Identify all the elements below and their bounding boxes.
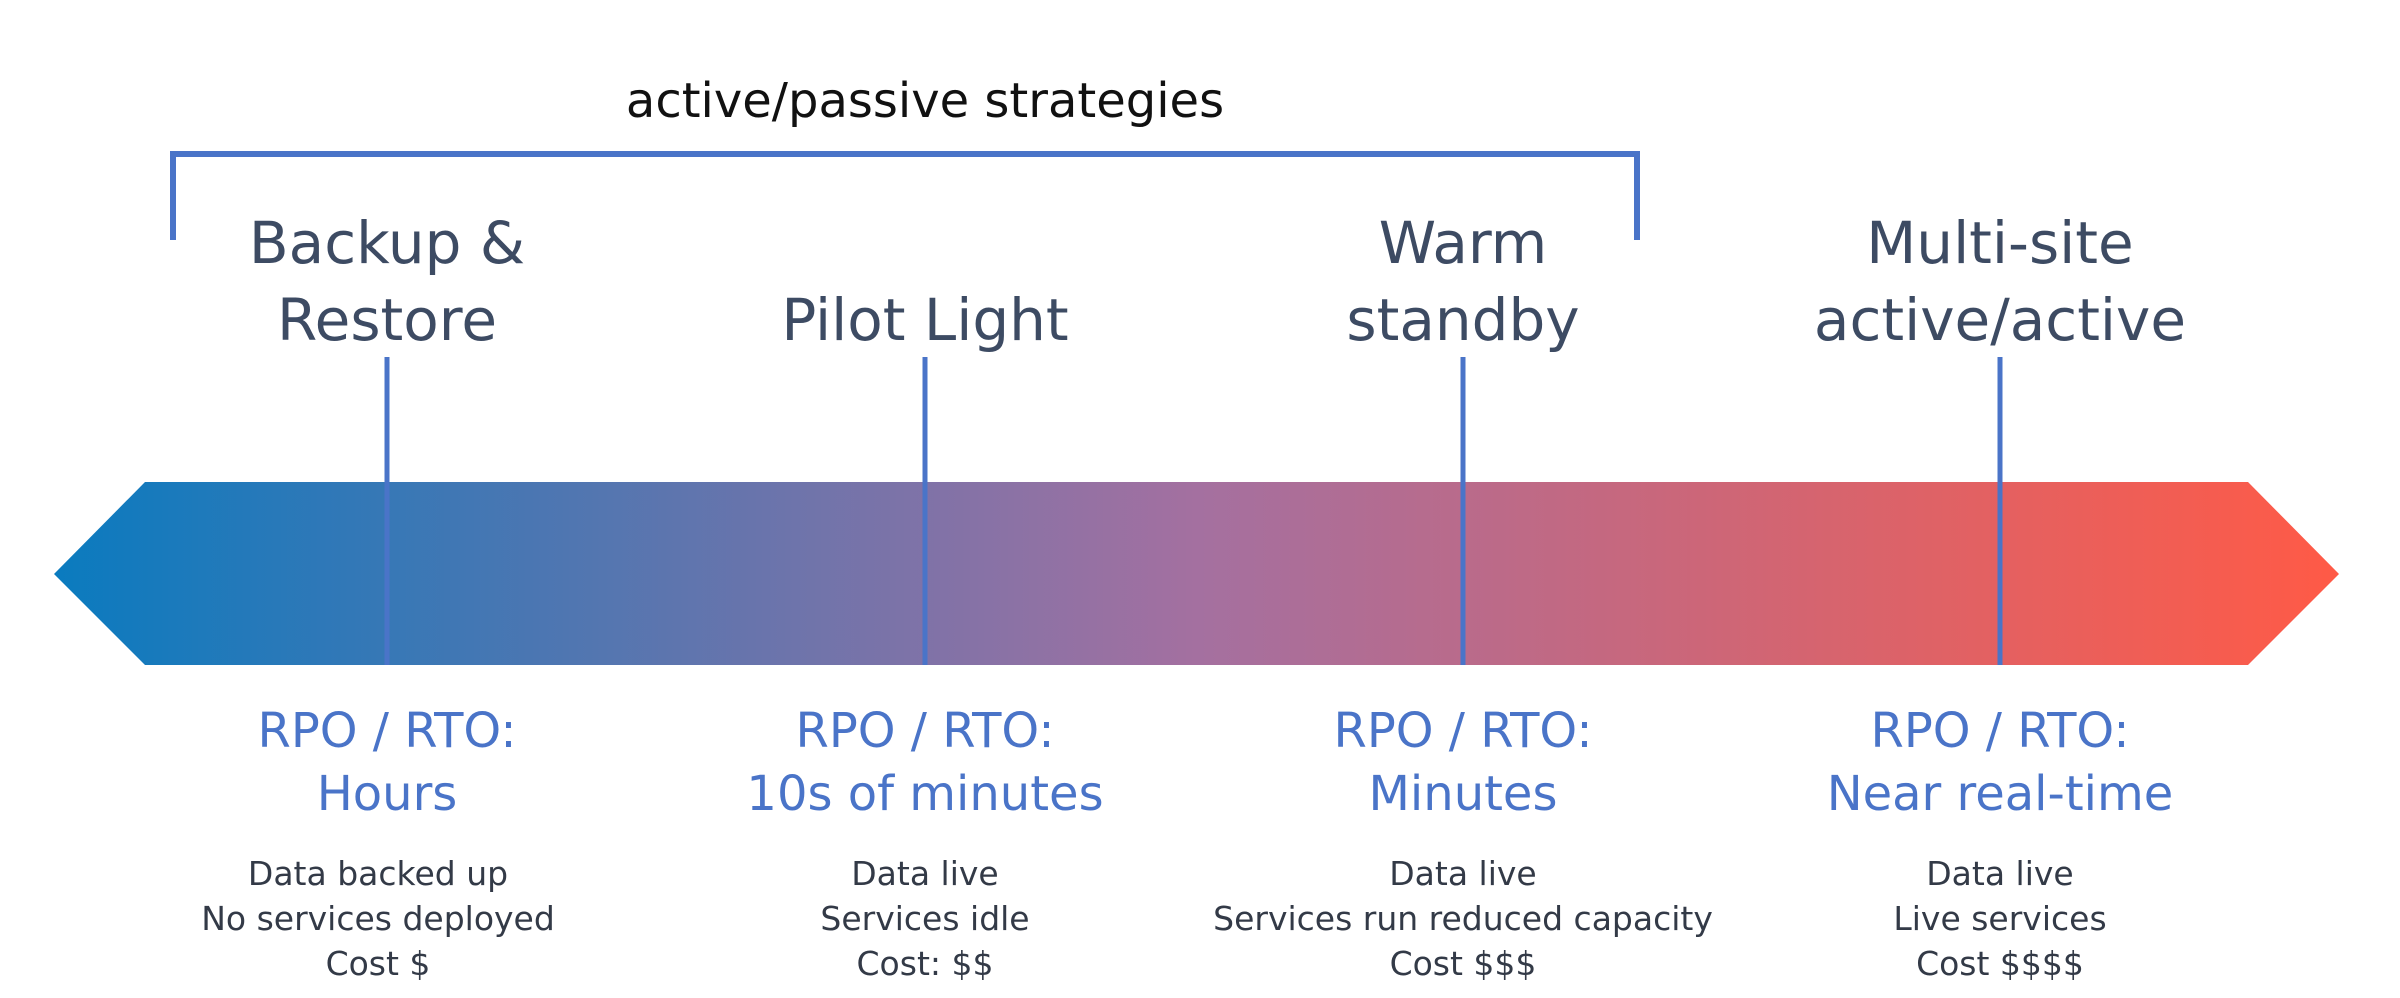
strategy-warm-standby: Warm standby RPO / RTO: Minutes Data liv… — [1213, 209, 1713, 983]
strategy-detail: Data backed up — [248, 854, 508, 893]
strategy-detail: Cost $$$ — [1390, 944, 1537, 983]
strategy-detail: Data live — [1389, 854, 1536, 893]
rpo-rto-value: Hours — [317, 766, 458, 822]
strategy-detail: Cost $ — [326, 944, 431, 983]
strategy-title-line: Pilot Light — [781, 286, 1068, 354]
active-passive-label: active/passive strategies — [626, 73, 1224, 129]
strategy-title-line: Backup & — [249, 209, 525, 277]
strategy-title-line: Multi-site — [1866, 209, 2133, 277]
strategy-detail: Services run reduced capacity — [1213, 899, 1713, 938]
strategy-multi-site: Multi-site active/active RPO / RTO: Near… — [1814, 209, 2186, 983]
rpo-rto-value: 10s of minutes — [746, 766, 1103, 822]
strategy-detail: Live services — [1893, 899, 2106, 938]
rpo-rto-value: Minutes — [1369, 766, 1558, 822]
strategy-pilot-light: Pilot Light RPO / RTO: 10s of minutes Da… — [746, 286, 1103, 983]
rpo-rto-label: RPO / RTO: — [1333, 703, 1592, 759]
strategy-title-line: Warm — [1379, 209, 1548, 277]
active-passive-bracket — [170, 151, 1640, 240]
spectrum-arrow — [54, 482, 2339, 665]
strategy-detail: Data live — [1926, 854, 2073, 893]
strategy-detail: Services idle — [820, 899, 1029, 938]
strategy-detail: Data live — [851, 854, 998, 893]
strategy-backup-restore: Backup & Restore RPO / RTO: Hours Data b… — [201, 209, 555, 983]
rpo-rto-value: Near real-time — [1827, 766, 2174, 822]
strategy-detail: Cost $$$$ — [1916, 944, 2084, 983]
rpo-rto-label: RPO / RTO: — [795, 703, 1054, 759]
strategy-title-line: Restore — [277, 286, 497, 354]
strategy-title-line: active/active — [1814, 286, 2186, 354]
rpo-rto-label: RPO / RTO: — [257, 703, 516, 759]
strategy-detail: Cost: $$ — [857, 944, 994, 983]
strategy-detail: No services deployed — [201, 899, 555, 938]
strategy-title-line: standby — [1346, 286, 1579, 354]
rpo-rto-label: RPO / RTO: — [1870, 703, 2129, 759]
